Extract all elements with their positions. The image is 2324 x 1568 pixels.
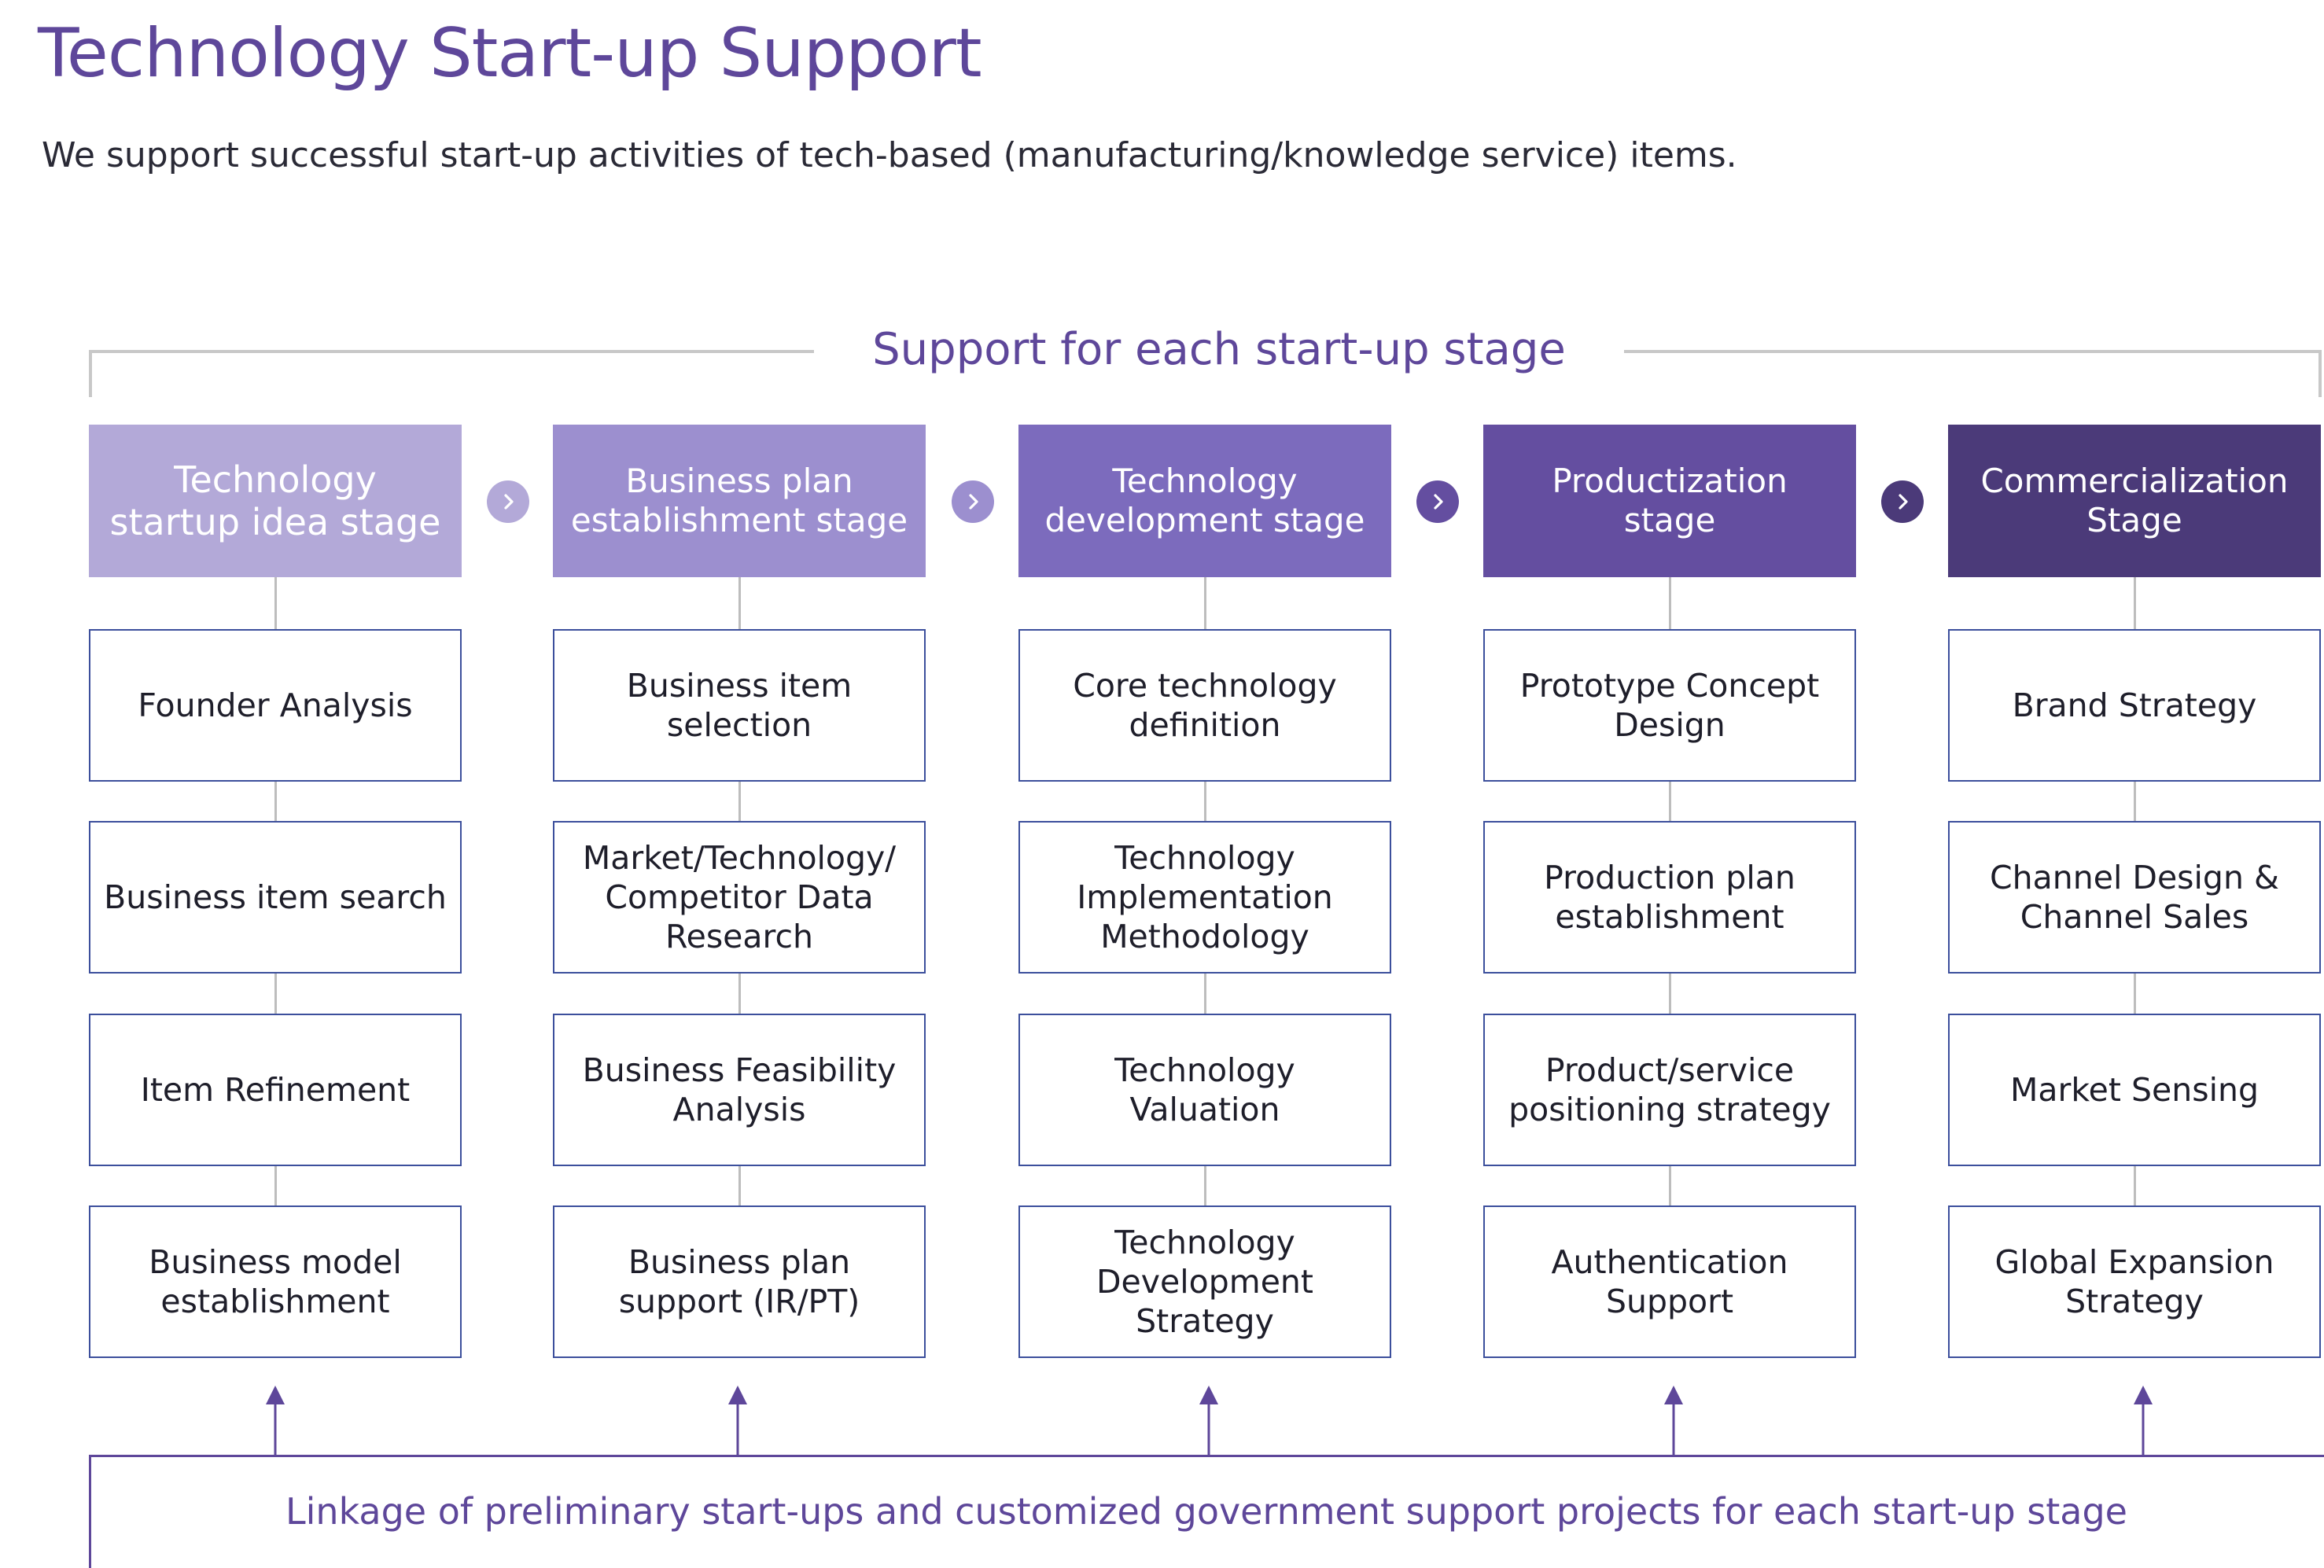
step-box: Prototype Concept Design (1483, 629, 1856, 782)
stage-header: Commercialization Stage (1948, 425, 2321, 577)
step-box: Product/service positioning strategy (1483, 1014, 1856, 1166)
up-arrow-icon (728, 1386, 747, 1456)
connector-line (274, 782, 277, 821)
connector-line (274, 974, 277, 1014)
connector-line (2134, 782, 2136, 821)
connector-line (738, 782, 741, 821)
step-box: Business item search (89, 821, 462, 974)
connector-line (274, 1166, 277, 1205)
connector-line (2134, 577, 2136, 629)
page-title: Technology Start-up Support (38, 14, 982, 93)
step-box: Brand Strategy (1948, 629, 2321, 782)
stage-header: Technology development stage (1018, 425, 1391, 577)
stage-header: Technology startup idea stage (89, 425, 462, 577)
connector-line (1669, 974, 1671, 1014)
step-box: Market/Technology/ Competitor Data Resea… (553, 821, 926, 974)
chevron-right-icon (1881, 480, 1924, 523)
step-box: Business model establishment (89, 1205, 462, 1358)
step-box: Business plan support (IR/PT) (553, 1205, 926, 1358)
up-arrow-icon (266, 1386, 285, 1456)
step-box: Production plan establishment (1483, 821, 1856, 974)
step-box: Item Refinement (89, 1014, 462, 1166)
connector-line (1204, 782, 1206, 821)
connector-line (1204, 577, 1206, 629)
linkage-box (89, 1455, 2324, 1568)
connector-line (1669, 577, 1671, 629)
connector-line (738, 577, 741, 629)
up-arrow-icon (2134, 1386, 2153, 1456)
connector-line (2134, 1166, 2136, 1205)
step-box: Technology Valuation (1018, 1014, 1391, 1166)
up-arrow-icon (1199, 1386, 1218, 1456)
stage-header: Productization stage (1483, 425, 1856, 577)
step-box: Global Expansion Strategy (1948, 1205, 2321, 1358)
stage-header: Business plan establishment stage (553, 425, 926, 577)
step-box: Founder Analysis (89, 629, 462, 782)
connector-line (1669, 1166, 1671, 1205)
step-box: Market Sensing (1948, 1014, 2321, 1166)
step-box: Technology Implementation Methodology (1018, 821, 1391, 974)
step-box: Business item selection (553, 629, 926, 782)
up-arrow-icon (1664, 1386, 1683, 1456)
step-box: Core technology definition (1018, 629, 1391, 782)
connector-line (274, 577, 277, 629)
step-box: Authentication Support (1483, 1205, 1856, 1358)
connector-line (1669, 782, 1671, 821)
connector-line (738, 974, 741, 1014)
step-box: Business Feasibility Analysis (553, 1014, 926, 1166)
linkage-text: Linkage of preliminary start-ups and cus… (285, 1490, 2127, 1533)
step-box: Channel Design & Channel Sales (1948, 821, 2321, 974)
chevron-right-icon (952, 480, 994, 523)
page-subtitle: We support successful start-up activitie… (42, 135, 1737, 175)
step-box: Technology Development Strategy (1018, 1205, 1391, 1358)
connector-line (2134, 974, 2136, 1014)
section-title: Support for each start-up stage (814, 315, 1624, 385)
chevron-right-icon (1416, 480, 1459, 523)
connector-line (1204, 1166, 1206, 1205)
chevron-right-icon (487, 480, 529, 523)
connector-line (1204, 974, 1206, 1014)
connector-line (738, 1166, 741, 1205)
